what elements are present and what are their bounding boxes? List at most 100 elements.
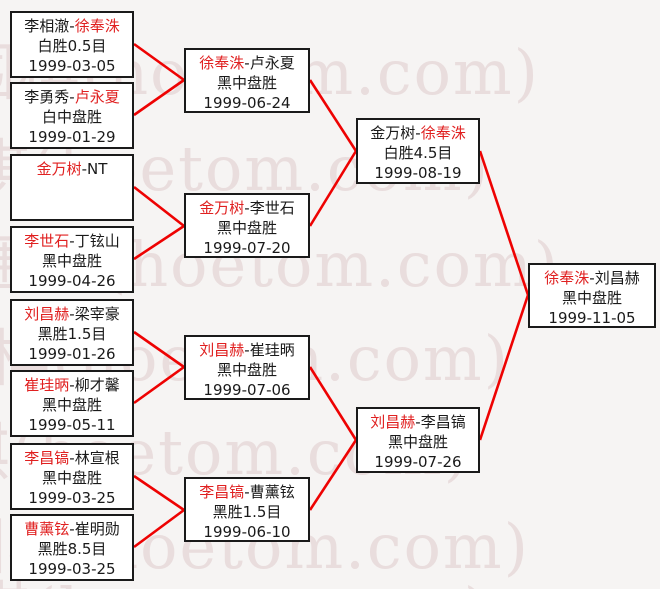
match-result: 黑胜1.5目: [212, 503, 282, 521]
player-name: 李相澈: [24, 17, 70, 35]
match-box-sf-1: 金万树-徐奉洙 白胜4.5目 1999-08-19: [356, 118, 480, 184]
match-date: 1999-03-25: [28, 489, 116, 507]
name-separator: -: [415, 124, 421, 142]
match-result: 黑中盘胜: [387, 433, 448, 451]
winner-name: 曹薰铉: [24, 520, 70, 538]
winner-name: 刘昌赫: [370, 413, 416, 431]
winner-name: 刘昌赫: [199, 341, 245, 359]
match-result: 黑中盘胜: [41, 252, 102, 270]
match-box-round1-8: 曹薰铉-崔明勋 黑胜8.5目 1999-03-25: [10, 514, 134, 581]
match-box-round1-7: 李昌镐-林宣根 黑中盘胜 1999-03-25: [10, 443, 134, 510]
match-players: 崔珪昞-柳才馨: [12, 375, 132, 395]
winner-name: 李昌镐: [24, 449, 70, 467]
match-date: 1999-01-26: [28, 345, 116, 363]
player-name: 李昌镐: [420, 413, 466, 431]
match-players: 刘昌赫-崔珪昞: [186, 340, 308, 360]
match-box-qf-3: 刘昌赫-崔珪昞 黑中盘胜 1999-07-06: [184, 335, 310, 400]
match-date: 1999-06-24: [203, 94, 291, 112]
player-name: 柳才馨: [74, 376, 120, 394]
name-separator: -: [81, 160, 88, 178]
match-box-round1-6: 崔珪昞-柳才馨 黑中盘胜 1999-05-11: [10, 370, 134, 437]
match-result: 黑中盘胜: [216, 361, 277, 379]
match-players: 刘昌赫-梁宰豪: [12, 304, 132, 324]
player-name: 崔明勋: [74, 520, 120, 538]
player-name: 丁铉山: [74, 232, 120, 250]
match-date: 1999-03-05: [28, 57, 116, 75]
player-name: 曹薰铉: [249, 483, 295, 501]
match-box-final: 徐奉洙-刘昌赫 黑中盘胜 1999-11-05: [528, 263, 656, 328]
name-separator: -: [244, 483, 250, 501]
match-result: 黑中盘胜: [216, 74, 277, 92]
match-players: 徐奉洙-刘昌赫: [530, 268, 654, 288]
match-result: 黑胜1.5目: [37, 325, 107, 343]
player-name: NT: [87, 160, 108, 178]
player-name: 刘昌赫: [594, 269, 640, 287]
match-players: 李昌镐-林宣根: [12, 448, 132, 468]
winner-name: 金万树: [36, 160, 82, 178]
match-players: 李世石-丁铉山: [12, 231, 132, 251]
match-players: 李勇秀-卢永夏: [12, 87, 132, 107]
match-result: 白胜4.5目: [383, 144, 453, 162]
name-separator: -: [69, 520, 75, 538]
match-result: 黑中盘胜: [561, 289, 622, 307]
match-players: 金万树-徐奉洙: [358, 123, 478, 143]
name-separator: -: [69, 305, 75, 323]
match-box-round1-5: 刘昌赫-梁宰豪 黑胜1.5目 1999-01-26: [10, 299, 134, 366]
winner-name: 李昌镐: [199, 483, 245, 501]
winner-name: 徐奉洙: [544, 269, 590, 287]
match-box-sf-2: 刘昌赫-李昌镐 黑中盘胜 1999-07-26: [356, 407, 480, 473]
match-box-qf-4: 李昌镐-曹薰铉 黑胜1.5目 1999-06-10: [184, 477, 310, 542]
match-date: 1999-11-05: [548, 309, 636, 327]
winner-name: 卢永夏: [74, 88, 120, 106]
player-name: 林宣根: [74, 449, 120, 467]
match-box-round1-4: 李世石-丁铉山 黑中盘胜 1999-04-26: [10, 226, 134, 293]
match-box-round1-3: 金万树-NT: [10, 154, 134, 221]
name-separator: -: [244, 54, 250, 72]
match-result: 黑中盘胜: [216, 219, 277, 237]
match-result: 黑中盘胜: [41, 396, 102, 414]
winner-name: 崔珪昞: [24, 376, 70, 394]
match-players: 刘昌赫-李昌镐: [358, 412, 478, 432]
name-separator: -: [69, 88, 75, 106]
match-date: 1999-06-10: [203, 523, 291, 541]
name-separator: -: [69, 449, 75, 467]
player-name: 梁宰豪: [74, 305, 120, 323]
player-name: 金万树: [370, 124, 416, 142]
match-box-round1-2: 李勇秀-卢永夏 白中盘胜 1999-01-29: [10, 82, 134, 149]
match-date: 1999-05-11: [28, 416, 116, 434]
match-date: 1999-07-26: [374, 453, 462, 471]
match-box-round1-1: 李相澈-徐奉洙 白胜0.5目 1999-03-05: [10, 11, 134, 78]
winner-name: 刘昌赫: [24, 305, 70, 323]
player-name: 卢永夏: [249, 54, 295, 72]
name-separator: -: [244, 341, 250, 359]
match-players: 金万树-李世石: [186, 198, 308, 218]
match-players: 曹薰铉-崔明勋: [12, 519, 132, 539]
match-players: 金万树-NT: [12, 159, 132, 179]
match-date: 1999-03-25: [28, 560, 116, 578]
winner-name: 金万树: [199, 199, 245, 217]
match-date: 1999-07-06: [203, 381, 291, 399]
match-players: 李昌镐-曹薰铉: [186, 482, 308, 502]
name-separator: -: [69, 376, 75, 394]
name-separator: -: [244, 199, 250, 217]
match-result: 黑胜8.5目: [37, 540, 107, 558]
match-players: 李相澈-徐奉洙: [12, 16, 132, 36]
match-box-qf-2: 金万树-李世石 黑中盘胜 1999-07-20: [184, 193, 310, 258]
match-date: 1999-07-20: [203, 239, 291, 257]
winner-name: 徐奉洙: [199, 54, 245, 72]
match-date: 1999-08-19: [374, 164, 462, 182]
match-result: 白胜0.5目: [37, 37, 107, 55]
match-date: 1999-01-29: [28, 128, 116, 146]
name-separator: -: [69, 232, 75, 250]
player-name: 崔珪昞: [249, 341, 295, 359]
match-players: 徐奉洙-卢永夏: [186, 53, 308, 73]
name-separator: -: [69, 17, 75, 35]
match-result: 黑中盘胜: [41, 469, 102, 487]
match-result: 白中盘胜: [41, 108, 102, 126]
player-name: 李勇秀: [24, 88, 70, 106]
winner-name: 李世石: [24, 232, 70, 250]
name-separator: -: [589, 269, 595, 287]
match-box-qf-1: 徐奉洙-卢永夏 黑中盘胜 1999-06-24: [184, 48, 310, 113]
